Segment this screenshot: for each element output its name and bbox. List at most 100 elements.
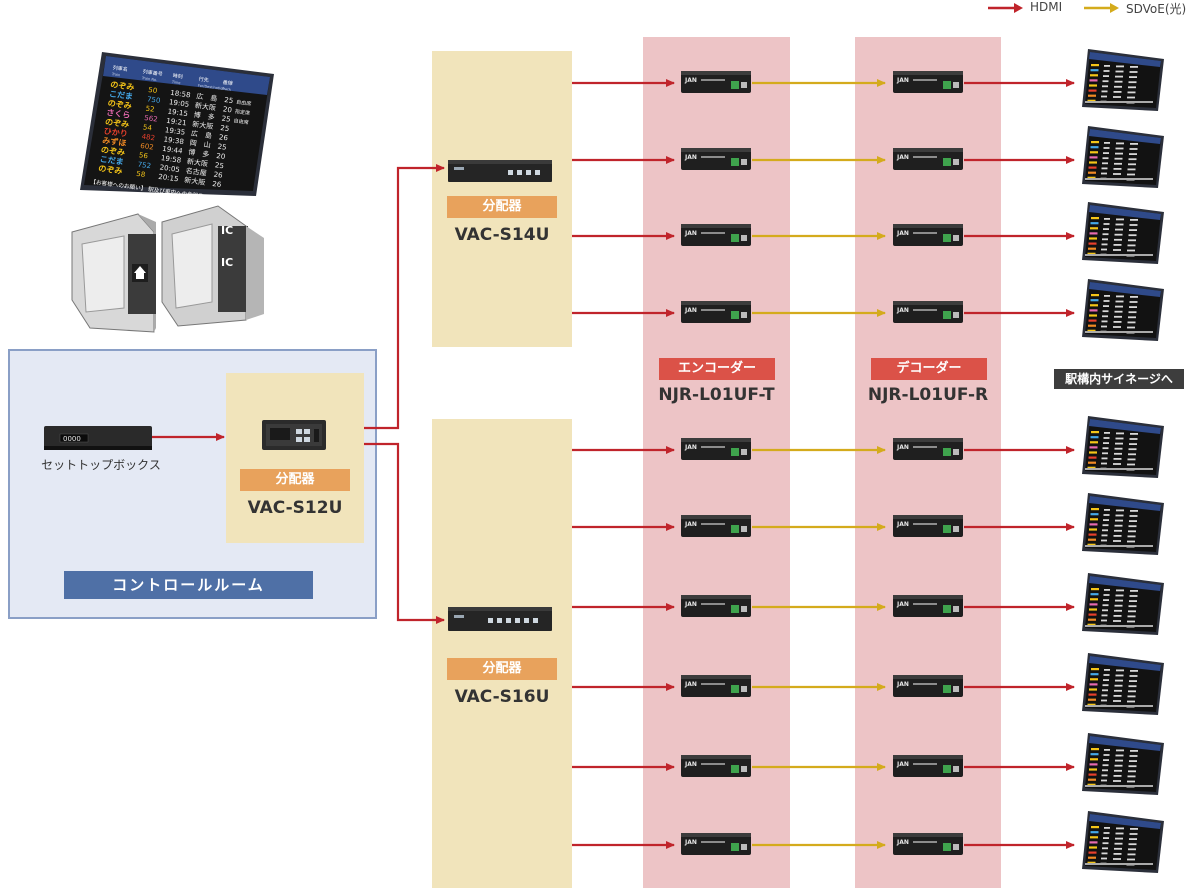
board-subheader: For/Destination <box>198 84 225 91</box>
board-row-destination: 新大阪 <box>186 157 208 169</box>
board-row-track: 25 <box>221 115 231 124</box>
legend: HDMI SDVoE(光) <box>988 0 1200 18</box>
legend-hdmi-label: HDMI <box>1030 0 1063 14</box>
board-header: 番線 <box>222 79 233 87</box>
board-row-time: 20:05 <box>159 164 180 175</box>
board-row-destination: 名古屋 <box>185 166 207 178</box>
control-splitter-panel <box>226 373 364 543</box>
board-row-train-name: こだま <box>108 89 133 101</box>
board-row-train-number: 58 <box>136 170 146 179</box>
board-row-track: 25 <box>214 161 224 170</box>
board-header: 時刻 <box>172 72 183 80</box>
board-row-train-number: 482 <box>141 133 155 143</box>
board-header: 列車名 <box>112 64 128 73</box>
board-row-time: 19:35 <box>164 126 185 137</box>
splitter-main-device-icon <box>262 420 326 450</box>
signage-display-icon <box>1082 416 1164 478</box>
board-subheader: Train <box>111 72 121 77</box>
legend-sdvoe-label: SDVoE(光) <box>1126 2 1187 16</box>
board-header: 行先 <box>198 76 209 84</box>
splitter-lower-panel <box>432 419 572 888</box>
board-row-time: 19:38 <box>163 136 184 147</box>
set-top-box-label: セットトップボックス <box>41 458 161 472</box>
board-subheader: Time <box>171 80 181 85</box>
board-row-time: 18:58 <box>170 89 191 100</box>
decoder-tag: デコーダー <box>871 358 987 380</box>
board-header: 列車番号 <box>142 68 163 78</box>
splitter-lower-model: VAC-S16U <box>454 687 550 707</box>
splitter-lower-device-icon <box>448 607 552 631</box>
board-row-train-name: ひかり <box>103 127 128 139</box>
splitter-lower-tag: 分配器 <box>447 658 557 680</box>
board-row-track: 25 <box>220 124 230 133</box>
board-row-track: 26 <box>218 133 229 142</box>
signage-display-icon <box>1082 653 1164 715</box>
board-row-train-name: のぞみ <box>107 99 132 111</box>
board-row-destination: 岡 山 <box>189 138 211 150</box>
board-subheader: Track <box>221 87 233 92</box>
decoder-model: NJR-L01UF-R <box>867 385 989 405</box>
signage-display-icon <box>1082 49 1164 111</box>
board-row-train-name: さくら <box>106 108 131 120</box>
board-row-train-number: 50 <box>148 86 158 95</box>
board-row-train-name: のぞみ <box>110 80 135 92</box>
board-row-time: 20:15 <box>158 173 179 184</box>
signage-display-icon <box>1082 279 1164 341</box>
signage-display-icon <box>1082 733 1164 795</box>
board-row-train-name: のぞみ <box>98 164 123 176</box>
encoder-tag: エンコーダー <box>659 358 775 380</box>
board-row-track: 26 <box>212 180 223 189</box>
decoder-panel <box>855 37 1001 888</box>
control-room-title: コントロールルーム <box>64 571 313 599</box>
board-row-train-number: 52 <box>145 105 155 114</box>
board-row-track: 25 <box>217 143 227 152</box>
signage-display-icon <box>1082 202 1164 264</box>
board-row-train-name: のぞみ <box>104 117 129 129</box>
legend-sdvoe-arrow <box>1084 3 1119 13</box>
signage-display-icon <box>1082 573 1164 635</box>
board-row-train-number: 562 <box>144 114 158 124</box>
board-row-note: 自由席 <box>236 99 252 108</box>
signage-destination-label: 駅構内サイネージへ <box>1054 369 1184 389</box>
svg-text:IC: IC <box>221 224 233 237</box>
board-row-destination: 広 島 <box>190 129 212 141</box>
legend-hdmi-arrow <box>988 3 1023 13</box>
signage-display-icon <box>1082 493 1164 555</box>
control-splitter-model: VAC-S12U <box>247 498 343 518</box>
board-row-train-number: 54 <box>142 123 153 132</box>
board-row-destination: 新大阪 <box>184 175 206 187</box>
encoder-model: NJR-L01UF-T <box>658 385 775 405</box>
control-splitter-tag: 分配器 <box>240 469 350 491</box>
board-row-destination: 新大阪 <box>192 119 214 131</box>
set-top-box-display: 0000 <box>63 435 81 443</box>
board-row-train-name: こだま <box>99 155 124 167</box>
ticket-gate-illustration: IC IC <box>71 205 264 333</box>
board-row-train-number: 602 <box>140 142 154 152</box>
board-row-time: 19:58 <box>160 154 181 165</box>
board-row-track: 25 <box>224 96 234 105</box>
signage-display-icon <box>1082 811 1164 873</box>
set-top-box-icon: 0000 <box>44 426 152 450</box>
signage-display-icon <box>1082 126 1164 188</box>
splitter-upper-device-icon <box>448 160 552 182</box>
board-row-time: 19:15 <box>167 108 188 119</box>
board-row-train-name: のぞみ <box>100 145 125 157</box>
splitter-upper-model: VAC-S14U <box>454 225 550 245</box>
splitter-upper-tag: 分配器 <box>447 196 557 218</box>
board-row-train-number: 752 <box>137 161 151 171</box>
board-row-destination: 博 多 <box>193 110 215 122</box>
board-row-destination: 新大阪 <box>194 101 216 113</box>
board-row-note: 自由席 <box>233 117 249 126</box>
encoder-panel <box>643 37 790 888</box>
board-row-train-name: みずほ <box>102 135 127 148</box>
board-subheader: Train No. <box>141 76 158 82</box>
board-row-train-number: 56 <box>138 151 149 160</box>
board-row-track: 20 <box>222 105 232 114</box>
gate-ic-badge: IC <box>221 256 233 269</box>
board-row-destination: 広 島 <box>196 91 218 103</box>
board-row-destination: 博 多 <box>188 147 210 159</box>
board-row-track: 20 <box>216 152 226 161</box>
board-row-note: 指定席 <box>234 108 250 117</box>
board-row-time: 19:21 <box>166 117 187 128</box>
